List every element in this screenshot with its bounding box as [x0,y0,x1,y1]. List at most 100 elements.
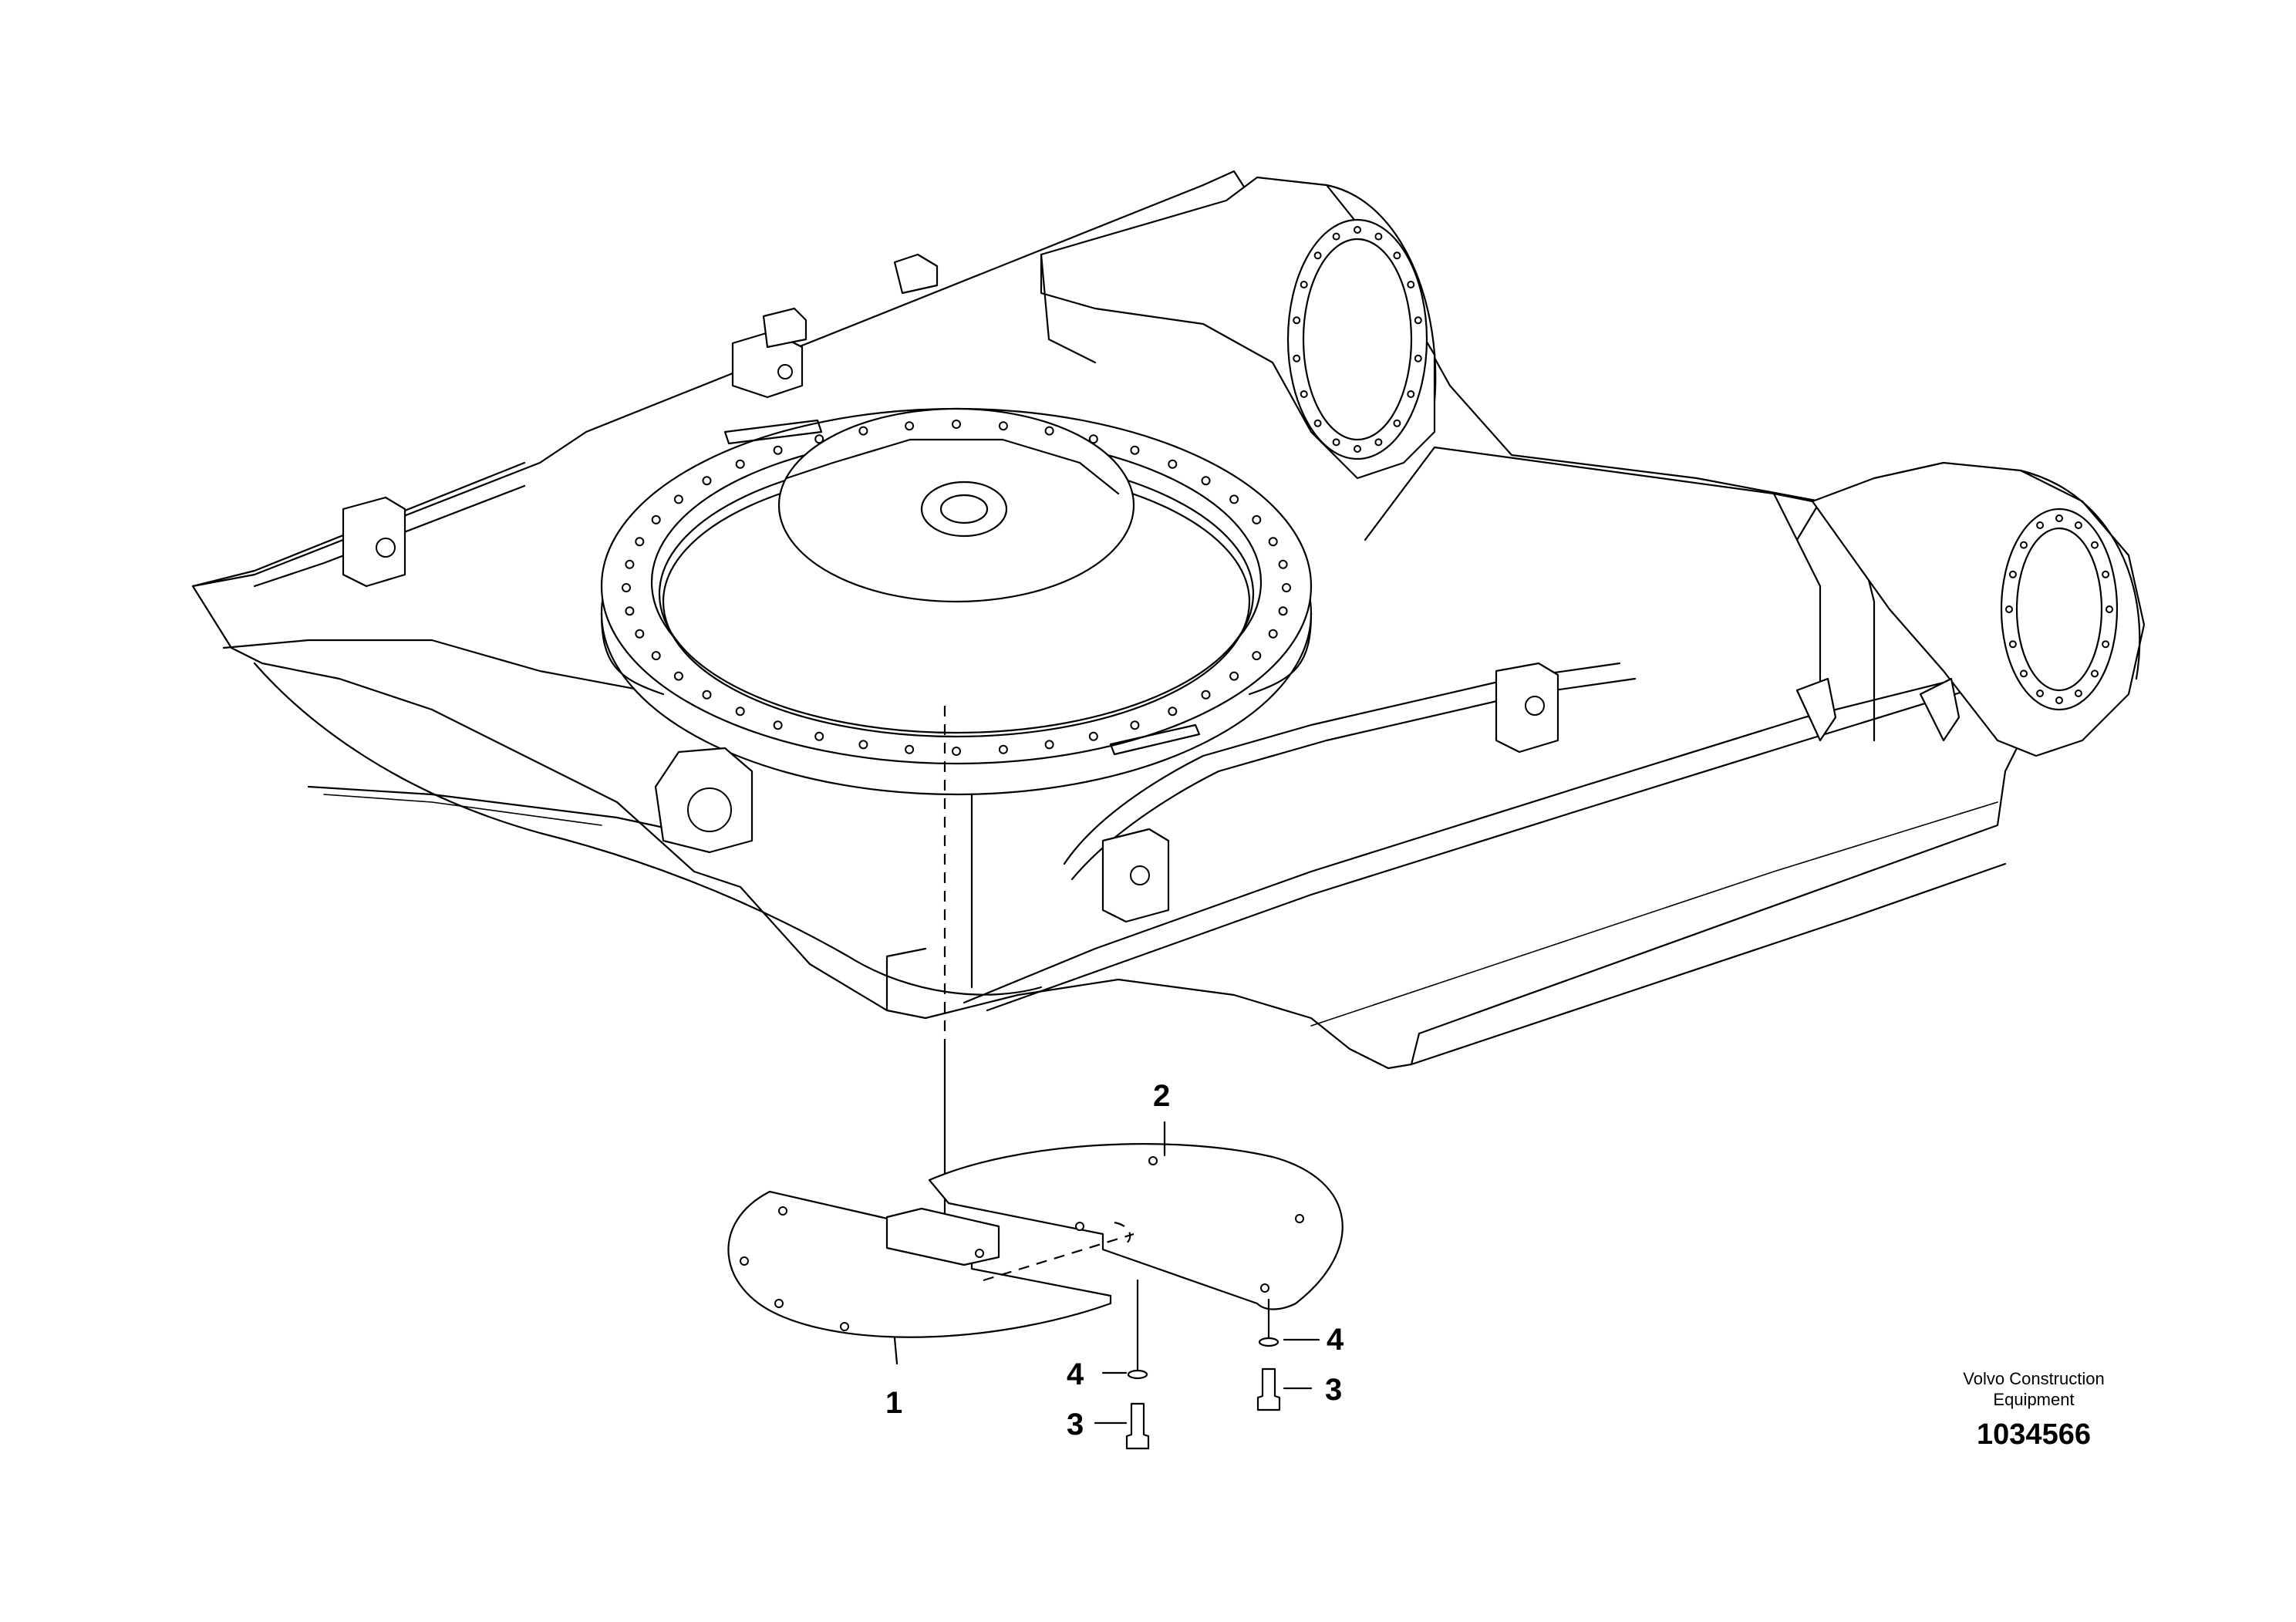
track-mount-bolt-hole [2074,521,2082,529]
bolt-hole [735,459,745,469]
screw-right [1256,1367,1281,1411]
lug-small-top2 [762,307,807,349]
lug-center-right [1495,662,1559,754]
callout-3-center: 3 [1067,1408,1084,1442]
fastener-set-center [1125,1279,1150,1450]
track-mount-bolt-hole [1293,316,1301,325]
bolt-hole [1044,426,1054,436]
brand-line-2: Equipment [1993,1390,2074,1409]
bolt-hole [1252,514,1262,524]
bolt-hole [635,537,645,547]
track-mount-bolt-hole [1313,251,1322,260]
cover-plate-left [727,1190,1112,1338]
front-track-mount [1811,461,2146,757]
track-mount-bolt-hole [2106,605,2113,613]
track-mount-bolt-hole [1354,445,1361,453]
track-mount-bolt-hole [1300,281,1308,288]
track-mount-bolt-hole [1393,419,1401,427]
track-mount-bolt-hole [2020,541,2028,549]
lug-eye-lower [654,747,754,854]
callout-4-center: 4 [1067,1357,1084,1391]
track-mount-bolt-hole [2055,696,2063,704]
callout-2: 2 [1153,1079,1170,1113]
fastener-set-right [1256,1298,1281,1411]
bolt-hole [1268,629,1278,639]
track-mount-bolt-hole [1293,354,1301,363]
bolt-hole [1168,459,1178,469]
plate-alignment-line [983,1233,1135,1282]
callout-4-right: 4 [1327,1323,1344,1357]
track-mount-bolt-hole [1414,316,1422,325]
track-mount-bolt-hole [1300,390,1308,398]
track-mount-bolt-hole [2008,570,2017,578]
drawing-number: 1034566 [1977,1418,2091,1451]
bolt-hole [1282,583,1291,592]
washer-right [1258,1337,1279,1347]
track-mount-bolt-hole [2020,669,2028,678]
bolt-hole [814,731,824,741]
bolt-hole [735,706,745,717]
lug-small-right1 [1795,677,1837,742]
callout-3-right: 3 [1325,1373,1342,1407]
track-mount-bolt-hole [2005,605,2013,613]
screw-center [1125,1402,1150,1450]
bolt-hole [673,671,683,681]
track-mount-bolt-hole [2102,640,2110,649]
track-mount-bolt-hole [2091,669,2099,678]
lifting-lugs [342,253,1961,923]
callout-leaders [893,1121,1320,1425]
bolt-hole [814,434,824,444]
bolt-hole [1044,740,1054,750]
bolt-hole [1201,476,1211,486]
bolt-hole [998,744,1008,754]
brand-line-1: Volvo Construction [1963,1369,2104,1388]
bolt-hole [651,514,661,524]
rear-track-mount [1040,176,1437,480]
track-mount-bolt-hole [1374,438,1383,447]
track-mount-bolt-hole [1332,232,1340,241]
bolt-hole [773,720,783,730]
cover-plate-right [928,1143,1344,1310]
washer-center [1127,1369,1148,1380]
bolt-hole [1130,445,1140,455]
bolt-hole [1278,606,1288,616]
bolt-hole [773,445,783,455]
slewing-ring [600,226,2113,796]
slewing-ring-bolt-holes [622,226,2113,756]
track-mount-bolt-hole [1393,251,1401,260]
bolt-hole [905,744,915,754]
bolt-hole [1088,731,1098,741]
bolt-hole [1268,537,1278,547]
track-mount-bolt-hole [1354,226,1361,234]
bolt-hole [1229,494,1239,504]
track-mount-bolt-hole [1374,232,1383,241]
track-mount-bolt-hole [2008,640,2017,649]
bolt-hole [1130,720,1140,730]
lug-front-left [1101,828,1170,923]
lug-small-right2 [1919,677,1961,742]
bolt-hole [952,747,961,756]
track-mount-bolt-hole [2055,514,2063,522]
bolt-hole [858,426,868,436]
track-mount-bolt-hole [1407,281,1415,288]
bolt-hole [673,494,683,504]
track-mount-bolt-hole [1414,354,1422,363]
track-mount-bolt-hole [1313,419,1322,427]
track-mount-bolt-hole [1332,438,1340,447]
bolt-hole [858,740,868,750]
bolt-hole [625,559,635,569]
bolt-hole [702,476,712,486]
bolt-hole [952,420,961,429]
callout-1: 1 [885,1386,902,1420]
bolt-hole [651,651,661,661]
track-mount-bolt-hole [1407,390,1415,398]
lug-left-mid [342,496,406,588]
bolt-hole [1168,706,1178,717]
bolt-hole [1088,434,1098,444]
track-mount-bolt-hole [2074,690,2082,697]
track-mount-bolt-hole [2036,690,2045,697]
bolt-hole [702,690,712,700]
track-mount-bolt-hole [2102,570,2110,578]
bolt-hole [1278,559,1288,569]
bolt-hole [998,421,1008,431]
